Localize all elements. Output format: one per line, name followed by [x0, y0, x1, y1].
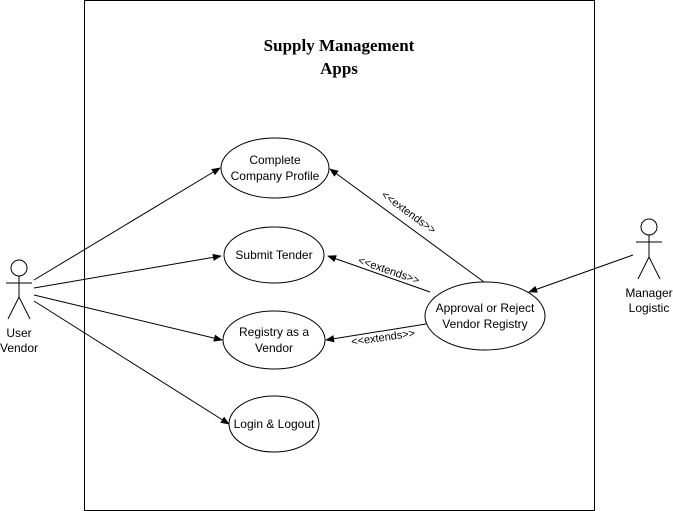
system-boundary [84, 0, 595, 511]
usecase-registry-line1: Registry as a [239, 325, 309, 339]
usecase-login-logout[interactable]: Login & Logout [228, 395, 320, 453]
actor-user-vendor[interactable] [6, 259, 32, 320]
usecase-approval-line2: Vendor Registry [442, 317, 527, 331]
system-title-line2: Apps [320, 59, 358, 78]
usecase-complete-profile-line1: Complete [249, 153, 301, 167]
usecase-submit-tender-label: Submit Tender [235, 248, 312, 262]
extends-approval-registry [325, 323, 427, 343]
actor-manager-label-line2: Logistic [629, 301, 670, 315]
usecase-login-label: Login & Logout [234, 417, 315, 431]
actor-user-label-line1: User [6, 326, 31, 340]
usecase-approval-line1: Approval or Reject [436, 301, 535, 315]
usecase-submit-tender[interactable]: Submit Tender [223, 226, 325, 284]
assoc-user-registry [33, 294, 223, 342]
usecase-complete-company-profile[interactable]: Complete Company Profile [220, 137, 330, 199]
extends-approval-submit-tender [327, 255, 431, 293]
assoc-user-complete-profile [33, 167, 221, 281]
usecase-approval-reject[interactable]: Approval or Reject Vendor Registry [424, 281, 546, 351]
assoc-user-submit-tender [33, 253, 222, 289]
system-title-line1: Supply Management [264, 36, 415, 55]
actor-user-label-line2: Vendor [0, 341, 38, 355]
actor-manager-label-line1: Manager [625, 286, 672, 300]
actor-manager-logistic[interactable] [636, 218, 662, 280]
usecase-complete-profile-line2: Company Profile [231, 169, 320, 183]
usecase-registry-line2: Vendor [255, 341, 293, 355]
assoc-user-login [33, 300, 230, 425]
usecase-registry-as-vendor[interactable]: Registry as a Vendor [222, 310, 326, 370]
extends-approval-complete-profile [329, 168, 485, 283]
assoc-manager-approval [528, 254, 634, 293]
